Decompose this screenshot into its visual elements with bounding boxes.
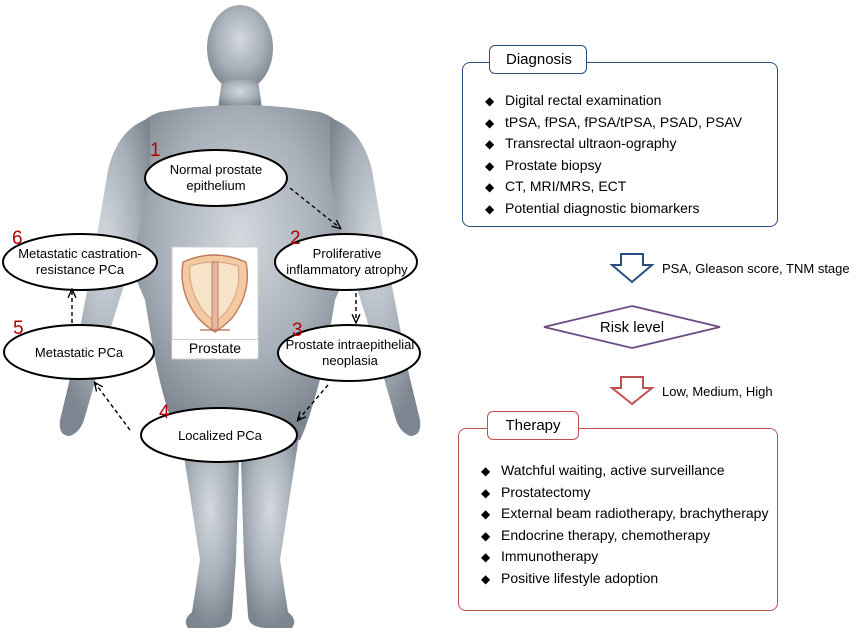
node-number-2: 2 — [290, 228, 301, 249]
diamond-bullet-icon: ◆ — [485, 137, 495, 151]
diagnosis-box: ◆Digital rectal examination ◆tPSA, fPSA,… — [462, 62, 778, 227]
arrow-3-to-4 — [298, 384, 329, 420]
risk-level-label: Risk level — [599, 319, 665, 336]
node-label-metastatic-pca: Metastatic PCa — [34, 345, 124, 360]
diamond-bullet-icon: ◆ — [485, 180, 495, 194]
list-item: ◆Digital rectal examination — [485, 90, 742, 112]
diamond-bullet-icon: ◆ — [481, 571, 491, 586]
therapy-box: ◆Watchful waiting, active surveillance ◆… — [458, 428, 778, 611]
diamond-bullet-icon: ◆ — [481, 485, 491, 500]
therapy-title: Therapy — [487, 411, 579, 440]
diamond-bullet-icon: ◆ — [481, 507, 491, 521]
list-item: ◆Prostatectomy — [481, 482, 768, 504]
list-item: ◆Transrectal ultraon-ography — [485, 133, 742, 155]
diagnosis-title: Diagnosis — [489, 45, 587, 74]
diamond-bullet-icon: ◆ — [485, 115, 495, 130]
flow-arrow-red — [609, 376, 655, 406]
diamond-bullet-icon: ◆ — [485, 94, 495, 108]
list-item: ◆Watchful waiting, active surveillance — [481, 460, 768, 482]
node-label-normal-epithelium: Normal prostate epithelium — [169, 162, 263, 193]
list-item: ◆Immunotherapy — [481, 546, 768, 568]
arrow-4-to-5 — [95, 383, 131, 431]
node-ellipse-1 — [144, 149, 288, 207]
diagnosis-list: ◆Digital rectal examination ◆tPSA, fPSA,… — [485, 90, 742, 219]
flow-label-psa-gleason-tnm: PSA, Gleason score, TNM stage — [662, 261, 850, 276]
list-item: ◆Prostate biopsy — [485, 155, 742, 177]
risk-diamond — [543, 305, 721, 349]
node-ellipse-2 — [274, 233, 418, 291]
list-item: ◆External beam radiotherapy, brachythera… — [481, 503, 768, 525]
list-item: ◆CT, MRI/MRS, ECT — [485, 176, 742, 198]
prostate-label: Prostate — [172, 339, 258, 356]
list-item: ◆Potential diagnostic biomarkers — [485, 198, 742, 220]
node-number-5: 5 — [13, 318, 24, 339]
diamond-bullet-icon: ◆ — [485, 158, 495, 173]
node-ellipse-3 — [277, 324, 421, 382]
node-ellipse-5 — [3, 324, 155, 380]
node-label-intraepithelial-neoplasia: Prostate intraepithelial neoplasia — [285, 337, 415, 368]
therapy-list: ◆Watchful waiting, active surveillance ◆… — [481, 460, 768, 589]
diamond-bullet-icon: ◆ — [481, 528, 491, 543]
flow-arrow-blue — [609, 253, 655, 284]
list-item: ◆Positive lifestyle adoption — [481, 568, 768, 590]
flow-label-low-medium-high: Low, Medium, High — [662, 384, 773, 399]
node-number-1: 1 — [150, 140, 161, 161]
diamond-bullet-icon: ◆ — [481, 464, 491, 478]
node-number-4: 4 — [159, 402, 170, 423]
diamond-bullet-icon: ◆ — [485, 201, 495, 216]
node-label-localized-pca: Localized PCa — [178, 428, 262, 443]
diamond-bullet-icon: ◆ — [481, 550, 491, 564]
list-item: ◆Endocrine therapy, chemotherapy — [481, 525, 768, 547]
node-number-6: 6 — [12, 228, 23, 249]
node-label-castration-resistance: Metastatic castration-resistance PCa — [18, 246, 142, 277]
node-ellipse-6 — [2, 233, 158, 291]
node-ellipse-4 — [140, 407, 298, 463]
list-item: ◆tPSA, fPSA, fPSA/tPSA, PSAD, PSAV — [485, 112, 742, 134]
node-number-3: 3 — [292, 320, 303, 341]
arrow-1-to-2 — [289, 187, 340, 228]
node-label-inflammatory-atrophy: Proliferative inflammatory atrophy — [286, 246, 408, 277]
